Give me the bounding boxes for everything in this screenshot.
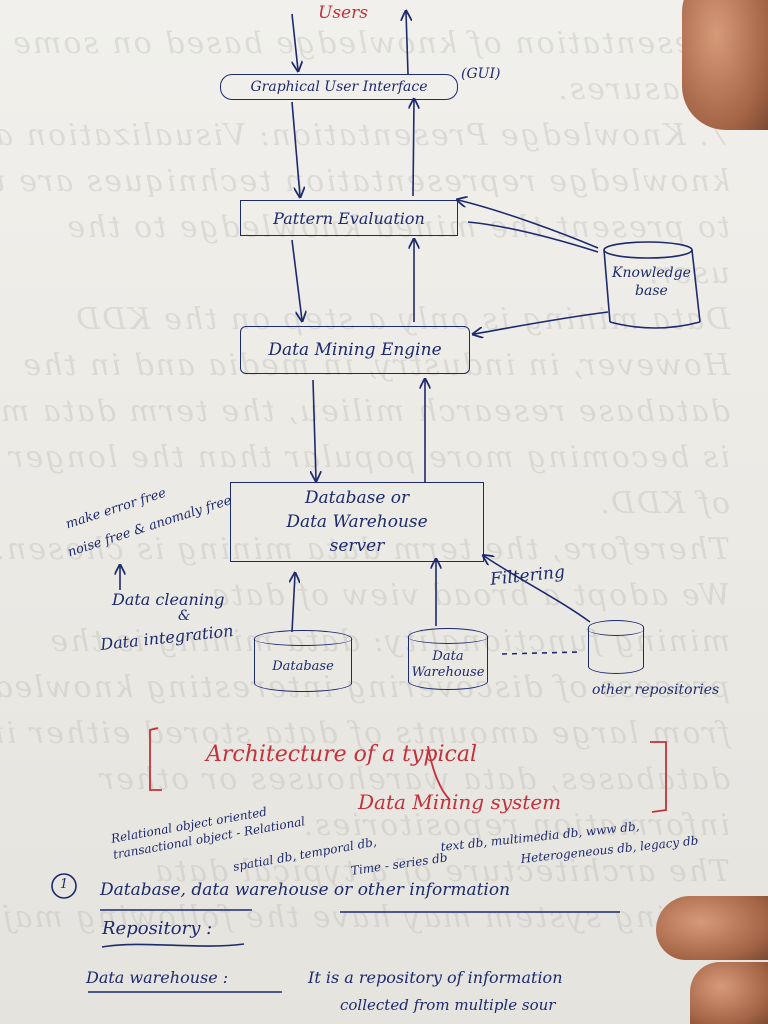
database-label: Database [272,659,334,674]
arrow-users-to-gui [292,14,298,70]
data-warehouse-cylinder: Data Warehouse [408,628,488,690]
title-line-2: Data Mining system [358,790,561,814]
line-kb-pattern-lower [468,222,598,252]
note-data-cleaning: Data cleaning [112,590,224,609]
mining-engine-box: Data Mining Engine [240,326,470,374]
arrow-pattern-to-gui [413,100,414,196]
gui-abbrev: (GUI) [461,66,500,82]
line-database-warehouse: Database, data warehouse or other inform… [100,880,510,900]
finger-bottom-right-2 [690,962,768,1024]
other-repository-cylinder [588,620,644,674]
line-repository: Repository : [102,918,212,939]
note-ampersand: & [178,608,190,624]
arrow-engine-to-server [313,380,316,480]
knowledge-base-label: Knowledge base [612,264,691,300]
item-number: 1 [50,877,78,892]
arrow-pattern-to-engine [292,240,302,320]
dw-definition-term: Data warehouse : [86,968,228,987]
server-line-1: Database or [305,486,409,510]
database-server-box: Database or Data Warehouse server [230,482,484,562]
server-line-2: Data Warehouse [286,510,427,534]
arrow-gui-to-users [406,12,408,74]
other-repositories-label: other repositories [592,682,719,698]
users-label: Users [318,3,368,23]
dw-definition-text-2: collected from multiple sour [340,996,555,1014]
gui-box: Graphical User Interface [220,74,458,100]
knowledge-base-line-1: Knowledge [612,265,691,281]
data-warehouse-line-1: Data [432,649,463,665]
finger-bottom-right [656,896,768,960]
dashed-warehouse-other [502,652,580,654]
mining-engine-label: Data Mining Engine [268,340,441,360]
finger-top-right [682,0,768,130]
server-line-3: server [330,534,385,558]
title-line-1: Architecture of a typical [206,742,477,767]
arrow-kb-to-engine [474,312,608,334]
data-warehouse-line-2: Warehouse [412,665,485,681]
pattern-evaluation-label: Pattern Evaluation [273,209,425,228]
gui-label: Graphical User Interface [250,79,427,95]
arrow-database-to-server [292,574,295,632]
knowledge-base-line-2: base [635,283,668,299]
database-cylinder: Database [254,630,352,692]
dw-definition-text: It is a repository of information [308,968,563,987]
underline-repository [102,944,244,947]
arrow-gui-to-pattern [292,102,300,196]
pattern-evaluation-box: Pattern Evaluation [240,200,458,236]
